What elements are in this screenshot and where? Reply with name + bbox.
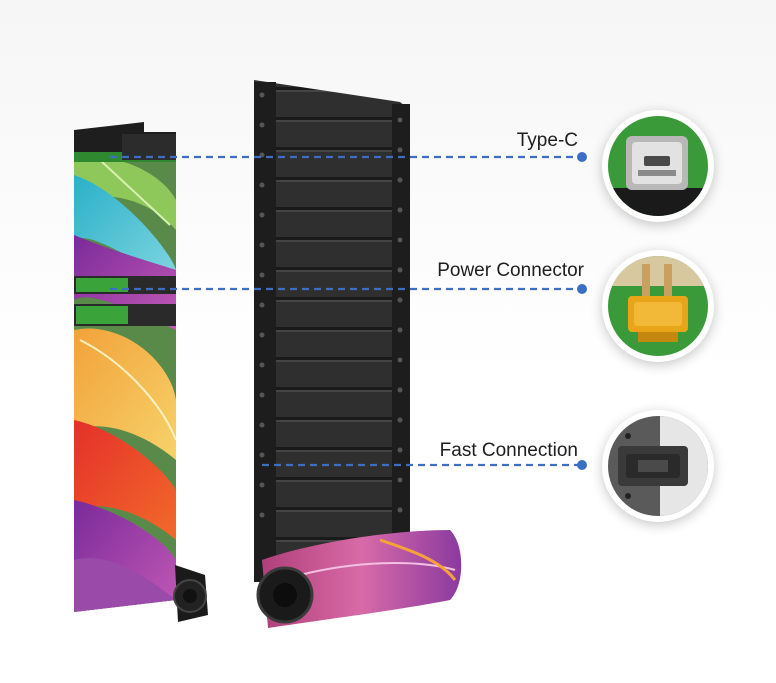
right-led-panel [254, 80, 462, 628]
callout-dots [577, 152, 587, 470]
left-led-panel [74, 122, 208, 622]
callout-dot-fast [577, 460, 587, 470]
callout-lines [110, 155, 582, 467]
callout-dot-power [577, 284, 587, 294]
power-connector-label: Power Connector [437, 260, 584, 281]
fast-connection-label: Fast Connection [439, 440, 578, 461]
callout-dot-type-c [577, 152, 587, 162]
power-connector-detail-image [602, 250, 714, 362]
fast-connection-detail-image [602, 410, 714, 522]
type-c-label: Type-C [516, 130, 578, 151]
type-c-detail-image [602, 110, 714, 222]
